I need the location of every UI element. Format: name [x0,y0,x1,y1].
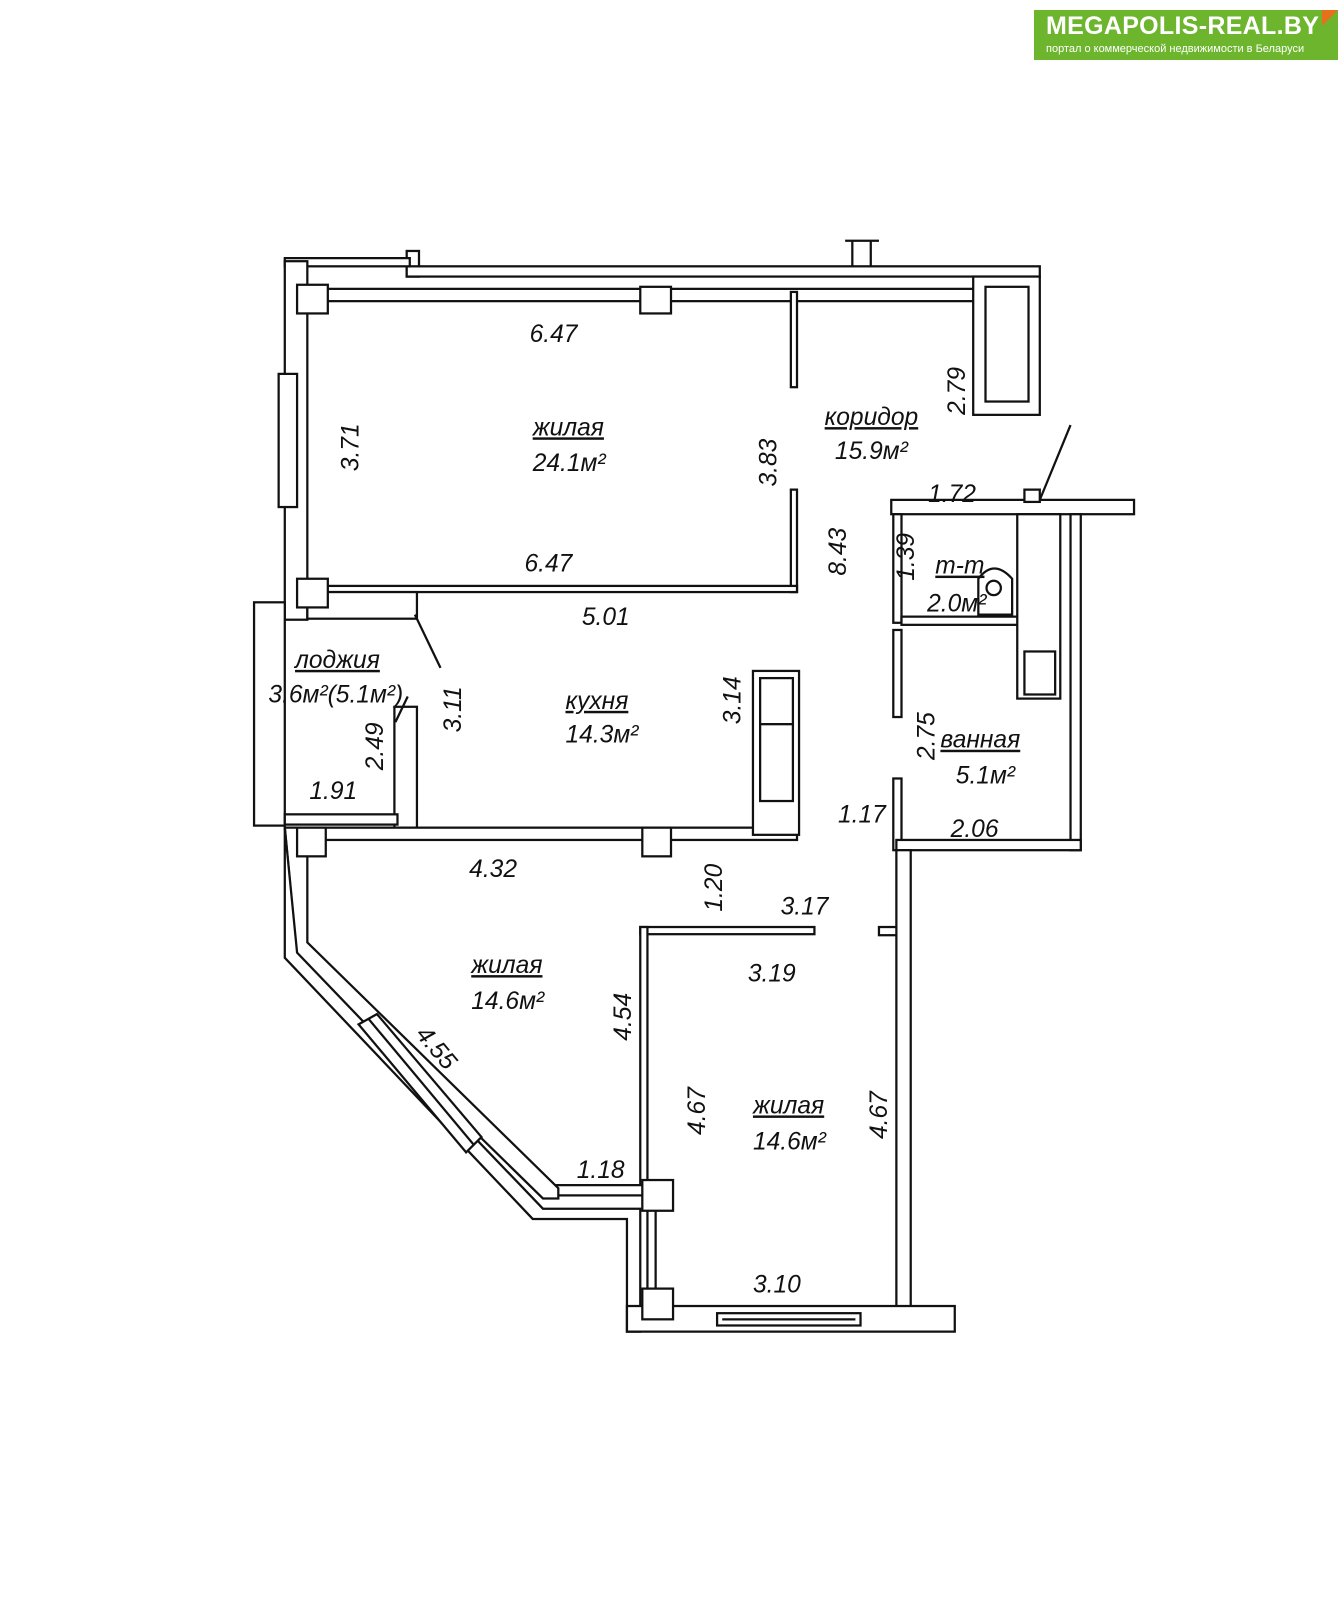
dimension: 2.06 [950,816,999,843]
room-area: 24.1м² [532,450,607,477]
room-area: 14.6м² [753,1128,827,1155]
room-name: жилая [752,1092,824,1119]
dimension: 1.91 [309,778,357,805]
dimension: 3.10 [753,1272,801,1299]
dimension: 3.11 [440,686,467,732]
dimension: 4.32 [469,856,517,883]
room-area: 15.9м² [835,438,909,465]
room-name: кухня [565,688,628,715]
dimension: 4.67 [684,1086,711,1135]
logo-subtitle: портал о коммерческой недвижимости в Бел… [1046,43,1305,55]
walls [252,239,1136,1333]
dimension: 1.39 [893,533,920,581]
dimension: 3.14 [720,676,747,724]
dimension: 3.83 [756,438,783,486]
dimension: 3.17 [781,894,830,921]
toilet-icon [977,567,1014,616]
dimension: 2.49 [362,722,389,771]
room-area: 3.6м²(5.1м²) [268,682,403,709]
dimension: 4.54 [610,993,637,1041]
window-left-top [277,372,299,509]
room-name: коридор [825,404,919,431]
dimension: 2.79 [944,367,971,416]
room-area: 5.1м² [956,763,1016,790]
room-name: жилая [470,952,542,979]
logo-corner-fold [1322,10,1338,26]
room-area: 14.3м² [565,722,639,749]
room-area: 2.0м² [926,591,987,618]
dimension: 1.18 [577,1157,625,1184]
room-area: 14.6м² [471,988,545,1015]
room-name: ванная [940,727,1020,754]
room-name: жилая [532,414,604,441]
site-logo[interactable]: MEGAPOLIS-REAL.BY портал о коммерческой … [1034,10,1338,60]
dimension: 4.67 [866,1090,893,1139]
dimension: 8.43 [825,528,852,576]
dimension-labels: 6.47 3.71 3.83 6.47 2.79 8.43 1.72 1.39 … [309,321,998,1299]
dimension: 1.20 [701,863,728,911]
room-name: т-т [935,553,984,580]
logo-title: MEGAPOLIS-REAL.BY [1046,12,1320,40]
dimension: 3.71 [338,423,365,471]
dimension: 1.17 [838,802,887,829]
dimension: 1.72 [928,481,976,508]
dimension: 5.01 [582,604,630,631]
room-labels: жилая 24.1м² коридор 15.9м² лоджия 3.6м²… [268,404,1020,1155]
dimension: 6.47 [525,551,574,578]
dimension: 6.47 [530,321,579,348]
room-name: лоджия [293,647,380,674]
dimension: 3.19 [748,960,796,987]
dimension: 2.75 [913,712,940,761]
